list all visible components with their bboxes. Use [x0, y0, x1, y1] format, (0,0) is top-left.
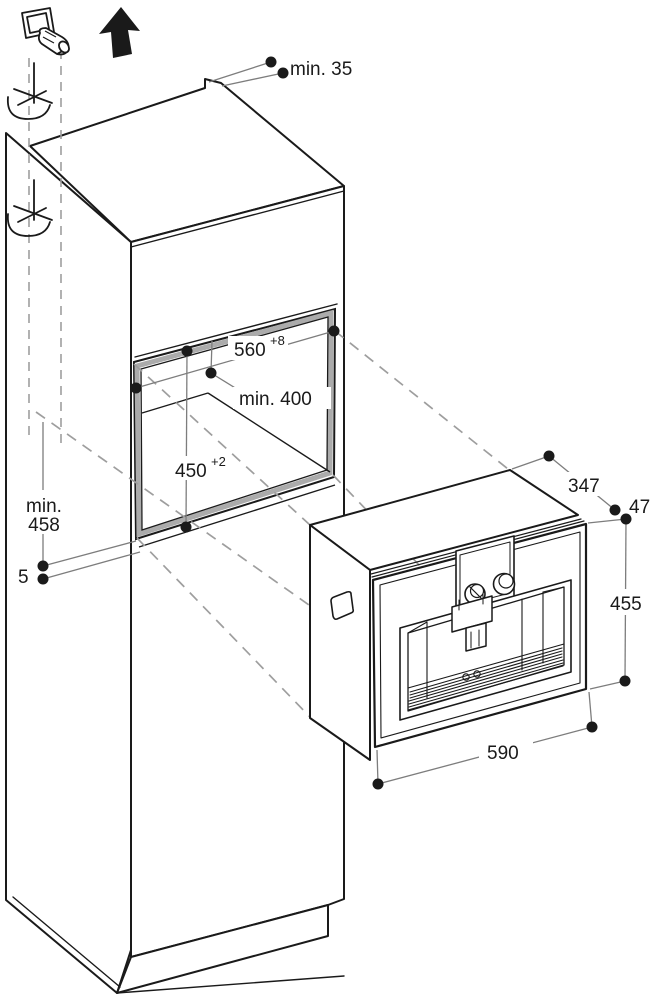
socket-height-label-line1: min.: [26, 496, 62, 517]
niche-frame-band: [134, 309, 334, 538]
right-knob: [492, 572, 516, 596]
front-protrusion-label: 47: [629, 497, 650, 518]
niche-width-value: 560: [234, 340, 266, 361]
electrical-connection-icon: [6, 62, 53, 237]
coffee-spout: [451, 593, 493, 652]
socket-position: [6, 7, 70, 445]
side-vent-label: [330, 590, 355, 620]
drip-tray: [407, 643, 565, 711]
cabinet-left-side: [5, 132, 132, 994]
niche-depth-label: min. 400: [239, 389, 312, 410]
appliance-depth-label: 347: [568, 476, 600, 497]
up-arrow-icon: [99, 7, 140, 58]
shelf-lip-label: 5: [18, 567, 29, 588]
power-plug-icon: [21, 7, 70, 56]
socket-height-label-line2: 458: [28, 515, 60, 536]
coffee-machine-side: [309, 524, 371, 761]
niche-height-value: 450: [175, 461, 207, 482]
niche-height-tolerance: +2: [211, 454, 226, 469]
dimension-labels: min. 35 560 +8 min. 400 450 +2 min. 458 …: [18, 59, 650, 764]
label-backgrounds: [20, 336, 651, 762]
dimension-dots: [37, 56, 632, 790]
cabinet-plinth: [116, 904, 329, 994]
niche-interior: [141, 392, 331, 473]
top-clearance-label: min. 35: [290, 59, 352, 80]
coffee-machine: [309, 469, 588, 761]
niche-width-tolerance: +8: [270, 333, 285, 348]
control-panel: [455, 535, 516, 613]
appliance-width-label: 590: [487, 743, 519, 764]
appliance-height-label: 455: [610, 594, 642, 615]
